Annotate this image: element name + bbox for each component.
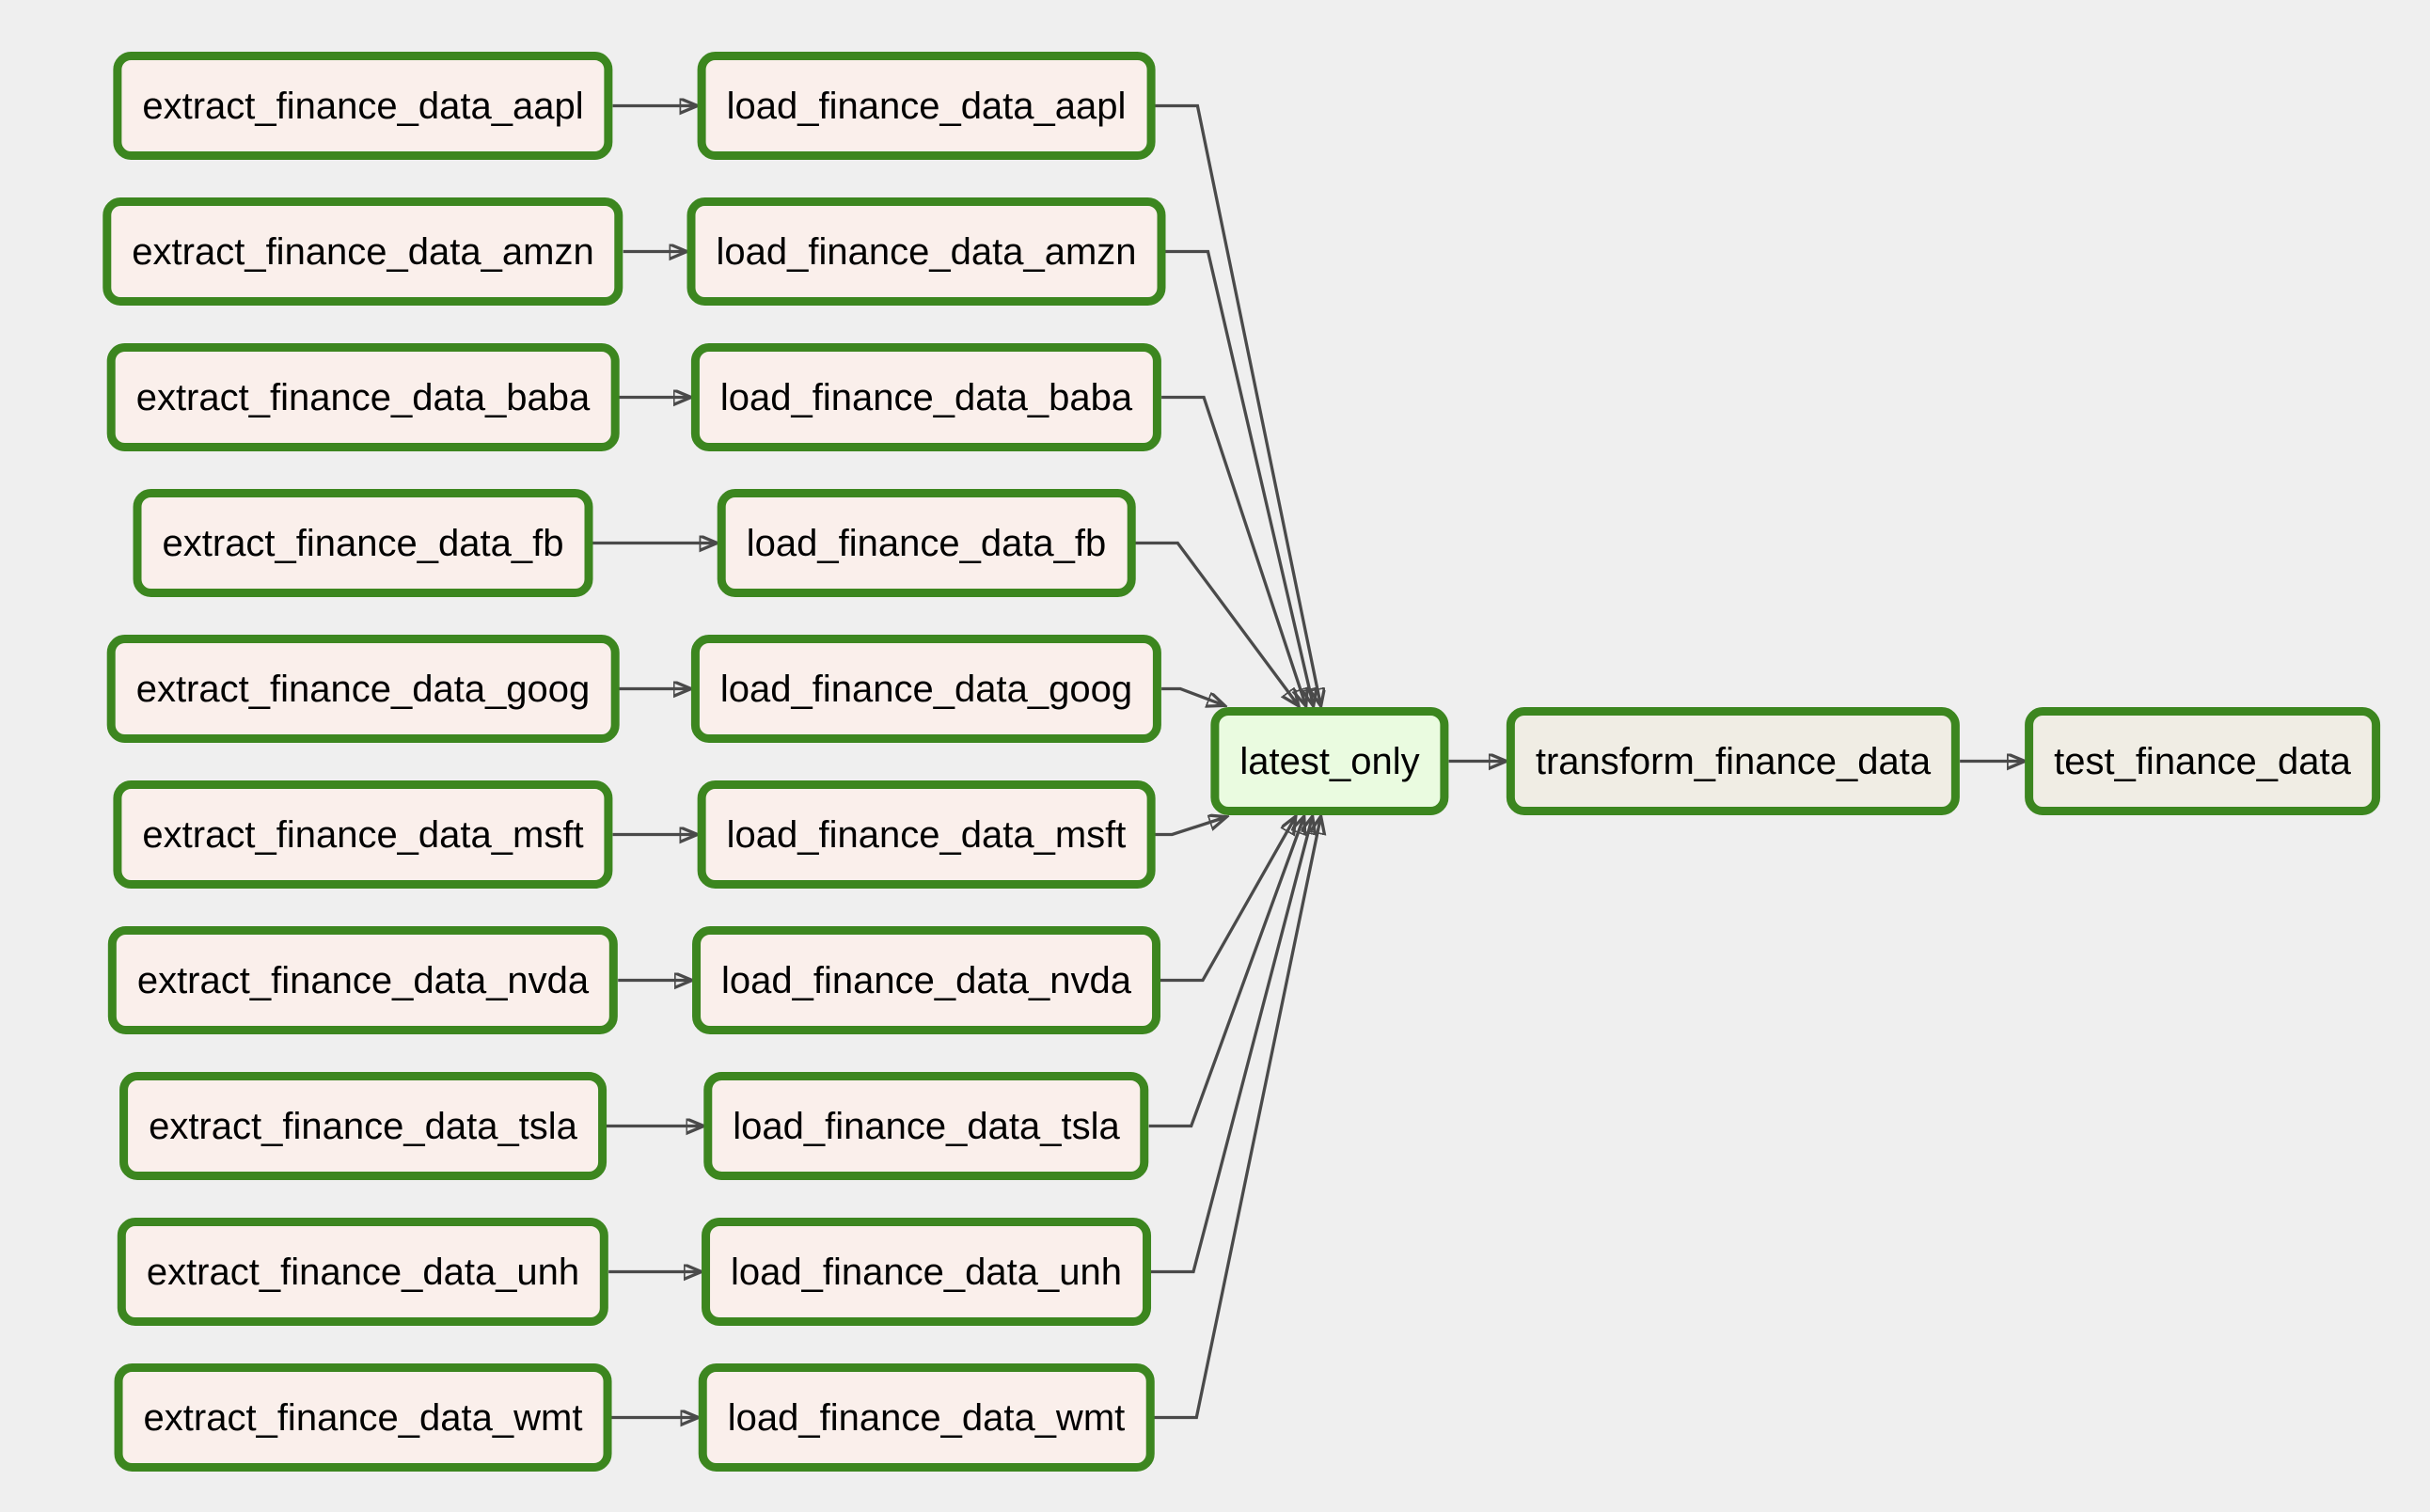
task-node-label: load_finance_data_fb: [746, 522, 1107, 564]
edge-load_finance_data_nvda-to-latest_only: [1160, 817, 1295, 983]
task-node-label: load_finance_data_unh: [731, 1251, 1122, 1293]
task-node-label: test_finance_data: [2054, 740, 2351, 782]
edge-load_finance_data_goog-to-latest_only: [1161, 686, 1223, 706]
task-node-load_finance_data_fb[interactable]: load_finance_data_fb: [717, 489, 1136, 597]
task-node-extract_finance_data_aapl[interactable]: extract_finance_data_aapl: [113, 52, 613, 160]
task-node-label: load_finance_data_baba: [719, 376, 1133, 418]
task-node-label: extract_finance_data_aapl: [142, 85, 584, 127]
task-node-extract_finance_data_goog[interactable]: extract_finance_data_goog: [106, 635, 620, 743]
task-node-extract_finance_data_tsla[interactable]: extract_finance_data_tsla: [119, 1072, 607, 1180]
task-node-transform_finance_data[interactable]: transform_finance_data: [1506, 707, 1961, 815]
task-node-label: extract_finance_data_tsla: [149, 1105, 577, 1147]
task-node-label: load_finance_data_aapl: [726, 85, 1127, 127]
task-node-label: load_finance_data_goog: [719, 668, 1133, 710]
task-node-label: extract_finance_data_wmt: [143, 1396, 583, 1439]
task-node-extract_finance_data_unh[interactable]: extract_finance_data_unh: [117, 1218, 609, 1326]
task-node-load_finance_data_nvda[interactable]: load_finance_data_nvda: [692, 926, 1160, 1034]
task-node-load_finance_data_aapl[interactable]: load_finance_data_aapl: [697, 52, 1156, 160]
task-node-label: extract_finance_data_amzn: [132, 230, 594, 273]
task-node-label: latest_only: [1239, 740, 1420, 782]
task-node-load_finance_data_tsla[interactable]: load_finance_data_tsla: [703, 1072, 1149, 1180]
task-node-label: load_finance_data_msft: [726, 813, 1127, 856]
task-node-test_finance_data[interactable]: test_finance_data: [2025, 707, 2380, 815]
task-node-extract_finance_data_wmt[interactable]: extract_finance_data_wmt: [114, 1363, 612, 1472]
edge-load_finance_data_unh-to-latest_only: [1151, 817, 1312, 1274]
task-node-label: load_finance_data_nvda: [721, 959, 1131, 1001]
task-node-extract_finance_data_amzn[interactable]: extract_finance_data_amzn: [103, 197, 623, 306]
edge-load_finance_data_wmt-to-latest_only: [1154, 817, 1320, 1420]
task-node-extract_finance_data_nvda[interactable]: extract_finance_data_nvda: [107, 926, 619, 1034]
task-node-label: extract_finance_data_baba: [135, 376, 591, 418]
task-node-label: extract_finance_data_unh: [146, 1251, 580, 1293]
edge-load_finance_data_aapl-to-latest_only: [1155, 103, 1320, 706]
task-node-label: transform_finance_data: [1535, 740, 1932, 782]
task-node-extract_finance_data_baba[interactable]: extract_finance_data_baba: [106, 343, 620, 451]
task-node-label: extract_finance_data_fb: [162, 522, 564, 564]
edge-load_finance_data_fb-to-latest_only: [1135, 541, 1298, 706]
task-node-load_finance_data_unh[interactable]: load_finance_data_unh: [702, 1218, 1151, 1326]
task-node-extract_finance_data_fb[interactable]: extract_finance_data_fb: [133, 489, 593, 597]
task-node-label: load_finance_data_amzn: [716, 230, 1137, 273]
edge-load_finance_data_baba-to-latest_only: [1161, 395, 1305, 706]
task-node-label: extract_finance_data_nvda: [136, 959, 590, 1001]
task-node-load_finance_data_msft[interactable]: load_finance_data_msft: [697, 780, 1156, 889]
task-node-label: load_finance_data_wmt: [727, 1396, 1126, 1439]
task-node-label: extract_finance_data_goog: [135, 668, 591, 710]
task-node-latest_only[interactable]: latest_only: [1210, 707, 1449, 815]
task-node-load_finance_data_wmt[interactable]: load_finance_data_wmt: [698, 1363, 1155, 1472]
edge-load_finance_data_tsla-to-latest_only: [1148, 817, 1304, 1128]
edge-load_finance_data_msft-to-latest_only: [1155, 817, 1225, 837]
task-node-label: load_finance_data_tsla: [733, 1105, 1120, 1147]
task-node-load_finance_data_amzn[interactable]: load_finance_data_amzn: [686, 197, 1166, 306]
task-node-label: extract_finance_data_msft: [142, 813, 584, 856]
edge-load_finance_data_amzn-to-latest_only: [1165, 249, 1314, 706]
task-node-load_finance_data_goog[interactable]: load_finance_data_goog: [690, 635, 1162, 743]
task-node-extract_finance_data_msft[interactable]: extract_finance_data_msft: [113, 780, 613, 889]
task-node-load_finance_data_baba[interactable]: load_finance_data_baba: [690, 343, 1162, 451]
